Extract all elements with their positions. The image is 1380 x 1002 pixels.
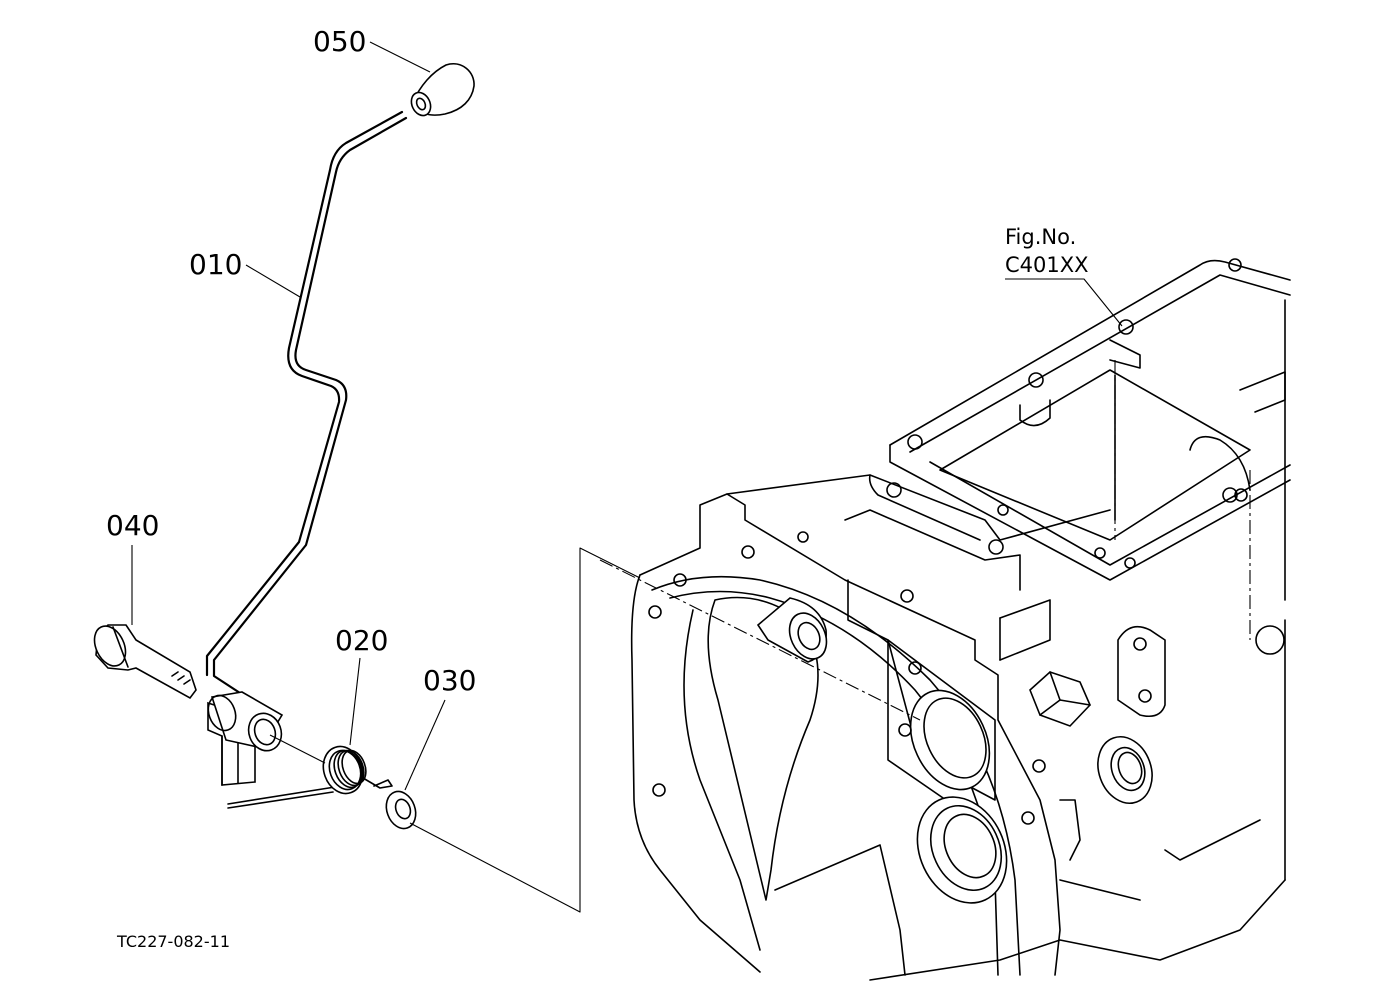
label-010: 010 <box>189 248 242 281</box>
assembly-line <box>269 547 641 913</box>
spring-020 <box>227 745 393 809</box>
lever-boss <box>207 691 284 786</box>
leader-030 <box>404 699 446 791</box>
drawing-code: TC227-082-11 <box>116 932 230 951</box>
fig-ref-line2: C401XX <box>1005 253 1089 277</box>
label-030: 030 <box>423 664 476 697</box>
leader-020 <box>349 657 361 746</box>
transmission-case <box>599 258 1291 981</box>
leader-010 <box>245 264 301 298</box>
label-020: 020 <box>335 624 388 657</box>
label-040: 040 <box>106 509 159 542</box>
fig-ref-line1: Fig.No. <box>1005 225 1076 249</box>
bolt-040 <box>93 624 197 700</box>
label-050: 050 <box>313 25 366 58</box>
lever-rod-010 <box>205 110 408 695</box>
washer-030 <box>385 790 417 830</box>
fig-ref-leader <box>1005 278 1123 327</box>
knob-050 <box>410 63 475 117</box>
leader-050 <box>369 41 431 73</box>
